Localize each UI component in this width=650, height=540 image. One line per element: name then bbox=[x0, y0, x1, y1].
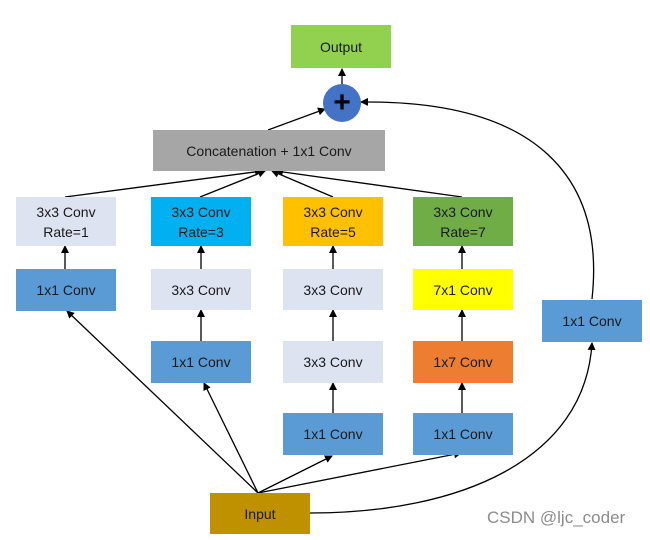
branch1-dilated-conv-line2: Rate=1 bbox=[43, 223, 89, 240]
branch2-3x3-conv: 3x3 Conv bbox=[151, 269, 251, 310]
arrow-input-to-b4 bbox=[257, 450, 462, 494]
branch2-3x3-conv-label: 3x3 Conv bbox=[171, 281, 231, 298]
arrow-b2-to-concat bbox=[199, 169, 266, 198]
branch4-1x1-conv: 1x1 Conv bbox=[413, 413, 513, 455]
branch2-dilated-conv: 3x3 Conv Rate=3 bbox=[151, 197, 251, 246]
branch2-dilated-conv-line1: 3x3 Conv bbox=[171, 203, 231, 220]
branch4-1x7-conv-label: 1x7 Conv bbox=[433, 354, 493, 370]
watermark-text: CSDN @ljc_coder bbox=[487, 508, 626, 527]
branch4-dilated-conv-line2: Rate=7 bbox=[440, 223, 486, 240]
branch3-dilated-conv-line2: Rate=5 bbox=[310, 223, 356, 240]
branch2-1x1-conv-label: 1x1 Conv bbox=[171, 354, 231, 370]
arrow-input-to-shortcut bbox=[309, 342, 596, 514]
branch1-dilated-conv: 3x3 Conv Rate=1 bbox=[16, 197, 116, 246]
input-label: Input bbox=[244, 505, 276, 522]
output-node: Output bbox=[291, 25, 391, 68]
branch3-3x3-conv-upper: 3x3 Conv bbox=[283, 269, 383, 310]
arrow-b1-to-concat bbox=[64, 167, 263, 198]
branch2-1x1-conv: 1x1 Conv bbox=[151, 341, 251, 383]
output-label: Output bbox=[319, 38, 363, 55]
branch3-1x1-conv-label: 1x1 Conv bbox=[303, 426, 363, 442]
branch3-3x3-conv-lower-label: 3x3 Conv bbox=[303, 354, 363, 370]
branch3-dilated-conv-line1: 3x3 Conv bbox=[303, 203, 363, 220]
arrow-concat-to-plus bbox=[267, 107, 326, 131]
branch4-1x1-conv-label: 1x1 Conv bbox=[433, 426, 493, 442]
branch3-3x3-conv-lower: 3x3 Conv bbox=[283, 341, 383, 383]
arrow-input-to-b3 bbox=[257, 455, 333, 494]
branch4-7x1-conv-label: 7x1 Conv bbox=[433, 281, 493, 298]
arrow-input-to-b1 bbox=[66, 310, 259, 494]
shortcut-1x1-conv: 1x1 Conv bbox=[542, 300, 642, 342]
branch1-dilated-conv-line1: 3x3 Conv bbox=[36, 203, 96, 220]
input-node: Input bbox=[210, 493, 310, 534]
branch3-3x3-conv-upper-label: 3x3 Conv bbox=[303, 281, 363, 298]
branch4-1x7-conv: 1x7 Conv bbox=[413, 341, 513, 383]
branch1-1x1-conv: 1x1 Conv bbox=[16, 269, 116, 311]
branch2-dilated-conv-line2: Rate=3 bbox=[178, 223, 224, 240]
branch4-dilated-conv: 3x3 Conv Rate=7 bbox=[413, 197, 513, 246]
branch4-7x1-conv: 7x1 Conv bbox=[413, 269, 513, 310]
arrow-input-to-b2 bbox=[203, 382, 259, 494]
branch3-1x1-conv: 1x1 Conv bbox=[283, 413, 383, 455]
concatenation-label: Concatenation + 1x1 Conv bbox=[186, 142, 352, 159]
arrow-shortcut-to-plus bbox=[360, 97, 595, 300]
shortcut-1x1-conv-label: 1x1 Conv bbox=[562, 313, 622, 329]
branch4-dilated-conv-line1: 3x3 Conv bbox=[433, 203, 493, 220]
arrow-b4-to-concat bbox=[275, 168, 463, 198]
branch3-dilated-conv: 3x3 Conv Rate=5 bbox=[283, 197, 383, 246]
add-node-plus-icon: + bbox=[323, 84, 361, 122]
concatenation-node: Concatenation + 1x1 Conv bbox=[153, 130, 385, 171]
branch1-1x1-conv-label: 1x1 Conv bbox=[36, 282, 96, 298]
